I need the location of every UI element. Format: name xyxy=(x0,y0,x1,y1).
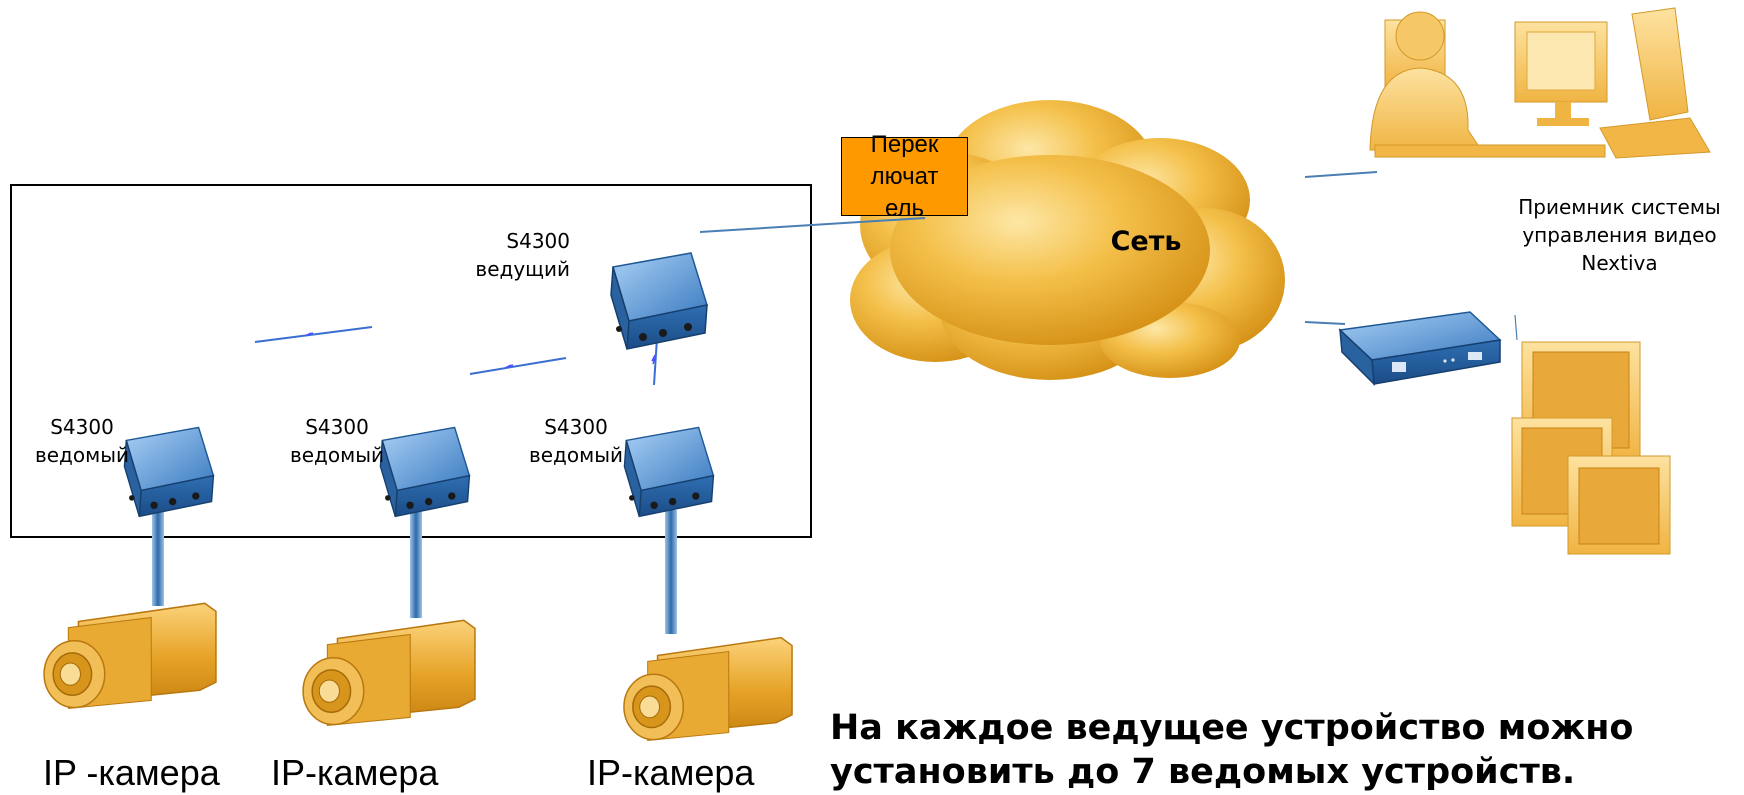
receiver-upper-link xyxy=(1304,171,1378,178)
slave-1-model: S4300 xyxy=(50,415,114,439)
receiver-label: Приемник системы управления видео Nextiv… xyxy=(1495,193,1744,277)
decoder-monitor-link xyxy=(1514,314,1518,341)
ip-camera-3-icon xyxy=(623,636,793,742)
ip-camera-2-icon xyxy=(302,619,476,727)
wireless-link-2 xyxy=(469,357,567,375)
decoder-device xyxy=(1338,311,1502,386)
camera-3-label: IP-камера xyxy=(587,752,755,793)
slave-2-role: ведомый xyxy=(289,443,385,467)
slave-3-label: S4300 ведомый xyxy=(516,413,636,469)
switch-label-line-2: лючат xyxy=(870,163,939,190)
operator-workstation-icon xyxy=(1369,7,1711,159)
monitor-stack-icon xyxy=(1511,341,1671,555)
receiver-line-1: Приемник системы xyxy=(1518,195,1721,219)
camera-2-label: IP-камера xyxy=(271,752,439,793)
slave-3-model: S4300 xyxy=(544,415,608,439)
camera-1-label: IP -камера xyxy=(43,752,220,793)
receiver-line-3: Nextiva xyxy=(1581,251,1658,275)
pole-2 xyxy=(410,508,422,618)
note-line-1: На каждое ведущее устройство можно xyxy=(830,708,1634,748)
master-device-label: S4300 ведущий xyxy=(450,227,570,283)
master-model: S4300 xyxy=(506,229,570,253)
note-line-2: установить до 7 ведомых устройств. xyxy=(830,752,1576,792)
network-label: Сеть xyxy=(1110,226,1182,257)
slave-1-label: S4300 ведомый xyxy=(22,413,142,469)
s4300-master-device xyxy=(610,252,708,350)
cloud-decoder-link xyxy=(1304,321,1346,325)
switch-box xyxy=(841,137,968,216)
switch-label-line-3: ель xyxy=(884,195,925,222)
switch-label-line-1: Перек xyxy=(870,131,939,158)
slave-2-label: S4300 ведомый xyxy=(277,413,397,469)
slave-3-role: ведомый xyxy=(528,443,624,467)
slave-1-role: ведомый xyxy=(34,443,130,467)
pole-3 xyxy=(665,510,677,634)
s4300-slave-3-device xyxy=(623,426,715,518)
master-role: ведущий xyxy=(475,257,570,281)
switch-label: Перек лючат ель xyxy=(841,129,968,225)
note-text: На каждое ведущее устройство можно устан… xyxy=(830,706,1633,794)
wireless-link-3 xyxy=(653,337,658,386)
slave-2-model: S4300 xyxy=(305,415,369,439)
pole-1 xyxy=(152,508,164,606)
network-links xyxy=(699,171,1518,341)
wireless-link-1 xyxy=(254,326,373,343)
wireless-links xyxy=(254,326,658,386)
ip-camera-1-icon xyxy=(43,602,217,710)
master-switch-link xyxy=(699,217,926,233)
receiver-line-2: управления видео xyxy=(1522,223,1717,247)
